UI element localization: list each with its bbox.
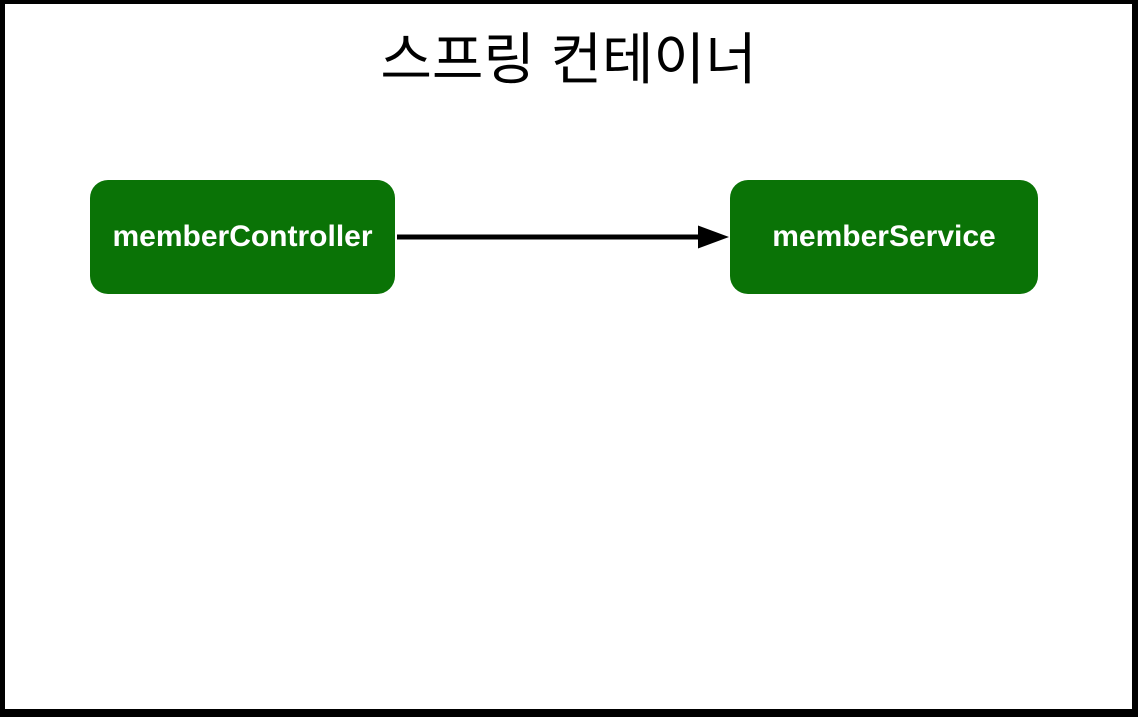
node-member-service-label: memberService xyxy=(772,220,996,253)
diagram-title: 스프링 컨테이너 xyxy=(380,28,757,91)
arrow-head xyxy=(698,225,729,249)
node-member-controller-label: memberController xyxy=(112,220,373,253)
node-member-controller: memberController xyxy=(90,180,395,294)
arrow-right-icon xyxy=(397,225,729,249)
dependency-arrow xyxy=(395,222,730,252)
node-member-service: memberService xyxy=(730,180,1038,294)
